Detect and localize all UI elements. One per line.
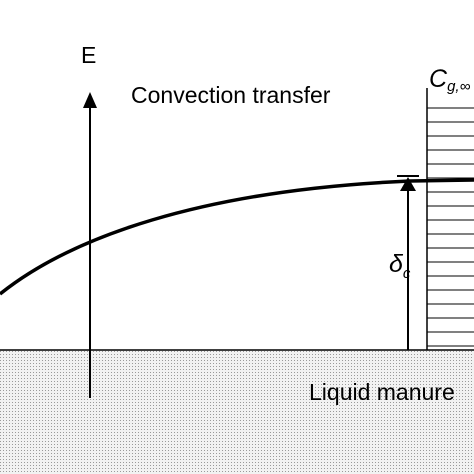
liquid-manure-layer <box>0 349 474 474</box>
concentration-symbol: C <box>429 65 448 93</box>
e-axis-label: E <box>81 42 97 68</box>
convection-transfer-label: Convection transfer <box>131 82 331 108</box>
concentration-label: Cg,∞ <box>429 65 471 95</box>
delta-subscript: c <box>402 265 411 282</box>
concentration-subscript: g,∞ <box>447 78 471 95</box>
delta-c-label: δc <box>389 250 411 282</box>
delta-symbol: δ <box>389 250 403 278</box>
liquid-manure-label: Liquid manure <box>309 379 455 405</box>
e-axis-arrowhead <box>83 92 97 108</box>
concentration-profile <box>426 88 474 350</box>
boundary-layer-curve <box>0 178 474 296</box>
delta-c-arrowhead <box>400 177 416 191</box>
